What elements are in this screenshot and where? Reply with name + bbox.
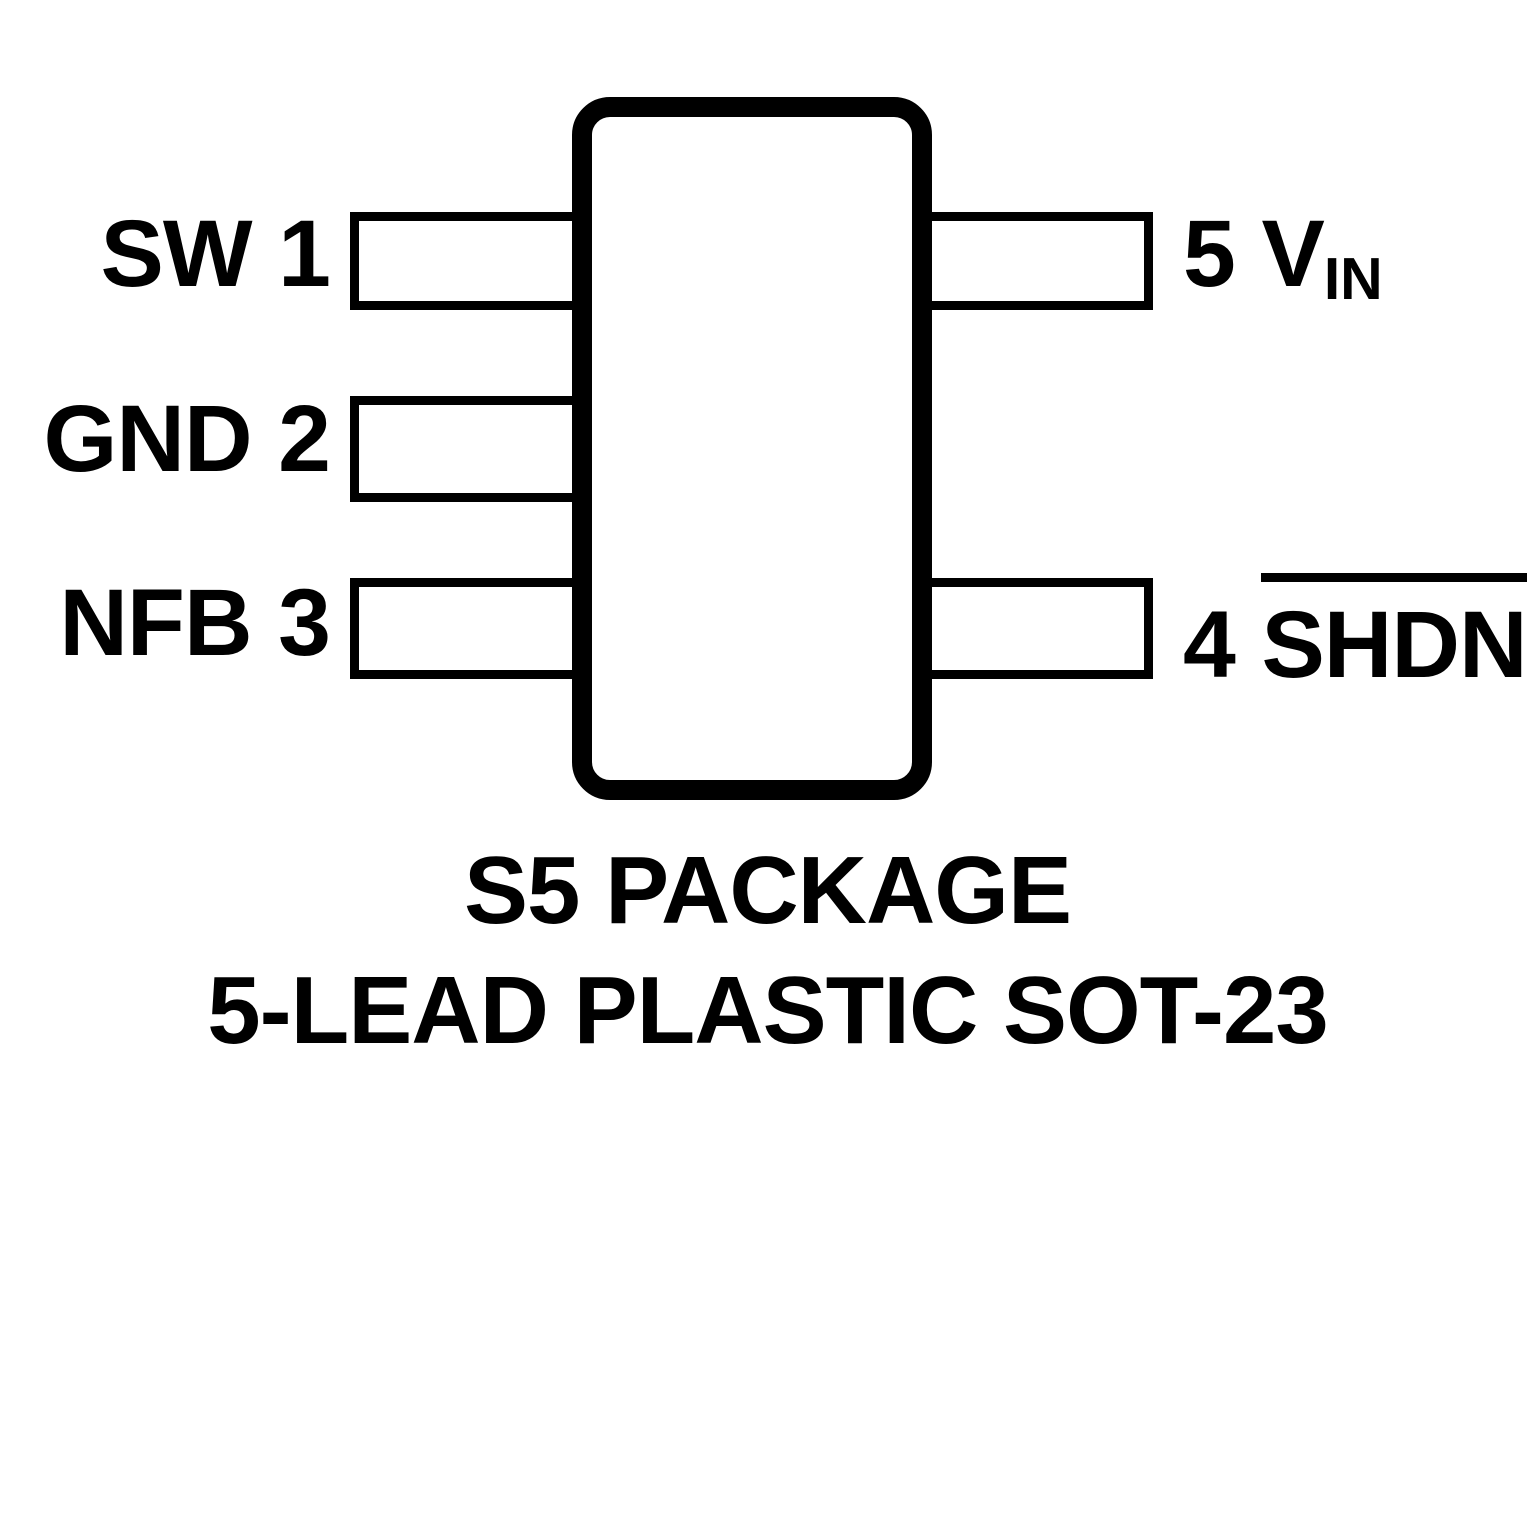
pin-name-sw: SW <box>100 201 253 307</box>
pin-number-vin: 5 <box>1183 201 1236 307</box>
package-caption-line2: 5-LEAD PLASTIC SOT-23 <box>207 957 1329 1064</box>
pin-name-gnd: GND <box>43 386 252 492</box>
package-caption-line1: S5 PACKAGE <box>463 837 1072 944</box>
pin-number-shdn: 4 <box>1183 592 1236 698</box>
pin-name-vin-subscript: IN <box>1323 246 1383 312</box>
pin-box-nfb <box>350 578 592 679</box>
pin-number-gnd: 2 <box>278 386 331 492</box>
ic-package-body <box>572 97 932 800</box>
pin-name-vin: V <box>1261 201 1324 307</box>
pin-name-nfb: NFB <box>59 570 252 676</box>
pin-number-nfb: 3 <box>278 570 331 676</box>
pin-box-sw <box>350 212 592 310</box>
pin-number-sw: 1 <box>278 201 331 307</box>
pin-box-shdn <box>910 578 1153 679</box>
pin-name-shdn: SHDN <box>1261 573 1528 693</box>
pin-box-vin <box>910 212 1153 310</box>
pin-box-gnd <box>350 396 592 502</box>
